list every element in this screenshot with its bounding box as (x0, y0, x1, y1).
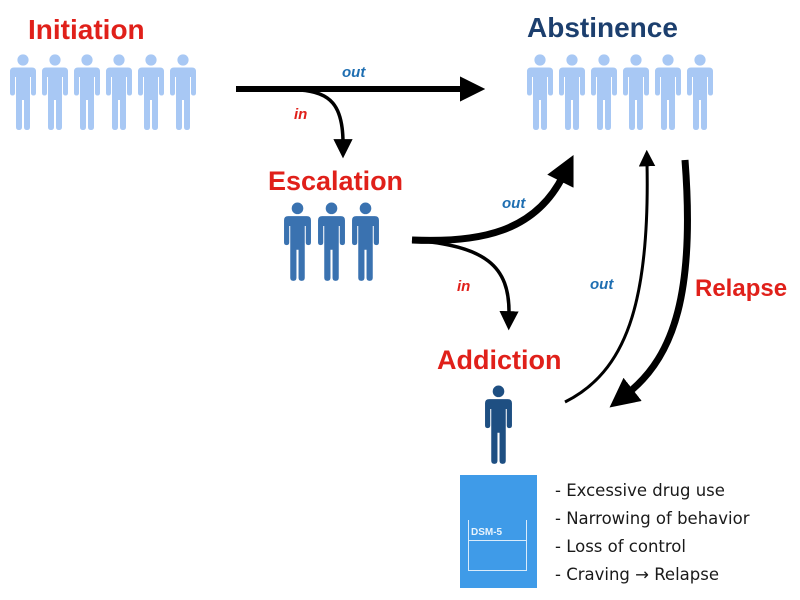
flow-label-initiation-out: out (342, 64, 366, 81)
escalation-people (284, 202, 379, 281)
person-icon (106, 54, 132, 130)
person-icon (170, 54, 196, 130)
abstinence-people (527, 54, 713, 130)
stage-label-initiation: Initiation (28, 14, 145, 45)
person-icon (687, 54, 713, 130)
person-icon (352, 202, 379, 281)
person-icon (10, 54, 36, 130)
person-icon (74, 54, 100, 130)
person-icon (559, 54, 585, 130)
book-title: DSM-5 (471, 527, 503, 538)
stage-label-addiction: Addiction (437, 345, 561, 375)
arrow-initiation-to-escalation (299, 88, 353, 159)
initiation-people (10, 54, 196, 130)
arrow-relapse (609, 159, 692, 408)
flow-label-addiction-out: out (590, 276, 614, 293)
person-icon (485, 385, 512, 464)
person-icon (655, 54, 681, 130)
book-divider (468, 540, 527, 541)
person-icon (591, 54, 617, 130)
criteria-item: - Excessive drug use (555, 481, 725, 500)
person-icon (623, 54, 649, 130)
flow-label-relapse: Relapse (695, 275, 787, 302)
addiction-people (485, 385, 512, 464)
flow-label-escalation-out: out (502, 195, 526, 212)
arrow-escalation-to-addiction (411, 238, 519, 331)
book-frame (468, 520, 527, 571)
criteria-item: - Loss of control (555, 537, 686, 556)
stage-label-escalation: Escalation (268, 166, 403, 196)
person-icon (284, 202, 311, 281)
criteria-item: - Narrowing of behavior (555, 509, 750, 528)
person-icon (138, 54, 164, 130)
arrow-addiction-to-abstinence (564, 149, 656, 404)
stage-label-abstinence: Abstinence (527, 12, 678, 43)
criteria-item: - Craving → Relapse (555, 565, 720, 584)
flow-label-initiation-in: in (294, 106, 307, 123)
criteria-list: - Excessive drug use - Narrowing of beha… (555, 477, 750, 589)
flow-arrows (236, 76, 692, 408)
flow-label-escalation-in: in (457, 278, 470, 295)
person-icon (318, 202, 345, 281)
book-icon: DSM-5 (460, 475, 537, 588)
arrow-escalation-to-abstinence (411, 154, 574, 244)
person-icon (42, 54, 68, 130)
person-icon (527, 54, 553, 130)
